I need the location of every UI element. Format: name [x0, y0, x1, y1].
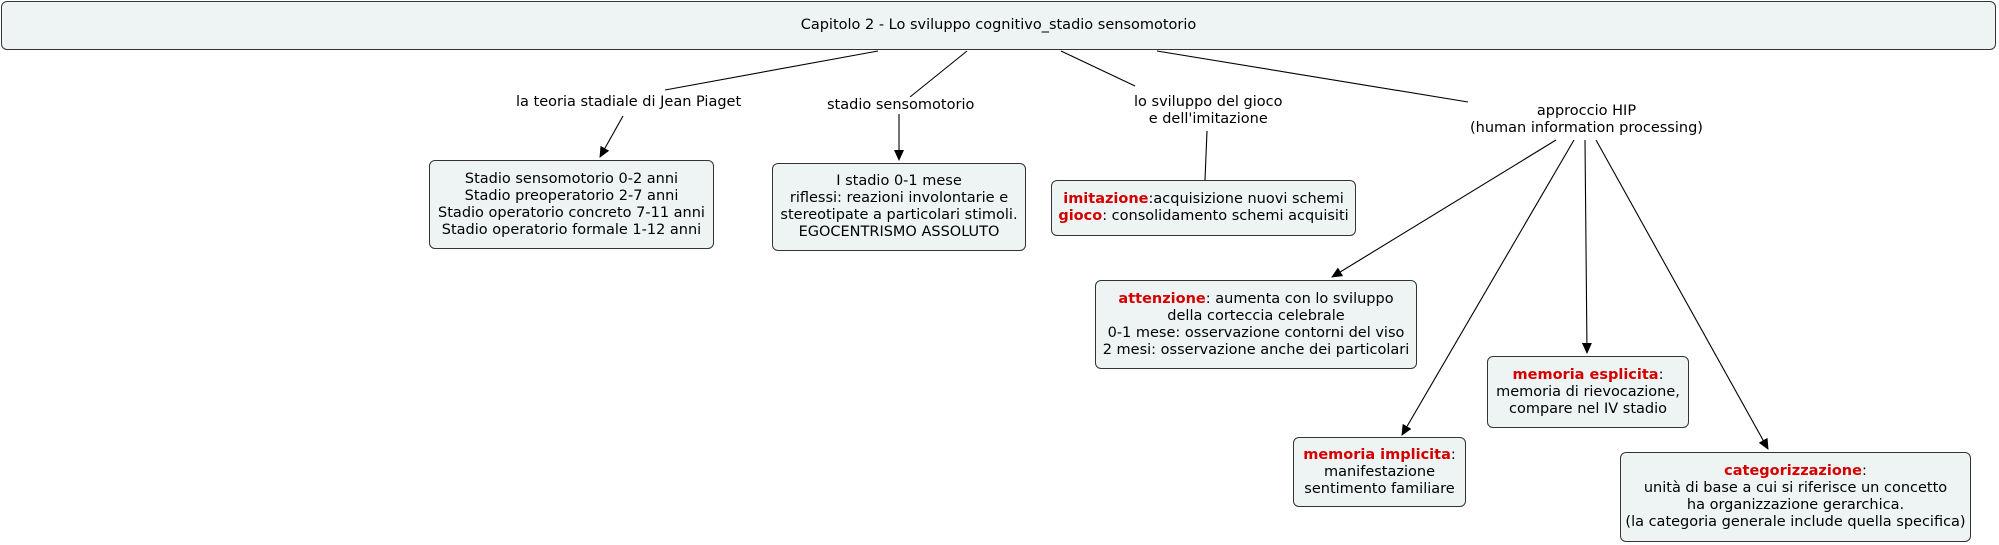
node-attenzione[interactable]: attenzione: aumenta con lo sviluppo dell…: [1095, 280, 1417, 369]
node-memoria-implicita[interactable]: memoria implicita: manifestazione sentim…: [1293, 437, 1466, 507]
label-piaget: la teoria stadiale di Jean Piaget: [516, 94, 742, 111]
link-root-piaget: [664, 50, 879, 91]
label-hip: approccio HIP (human information process…: [1470, 103, 1703, 137]
link-gioco-imitazione: [1204, 130, 1208, 181]
label-sensomotorio: stadio sensomotorio: [827, 97, 975, 114]
label-gioco: lo sviluppo del gioco e dell'imitazione: [1134, 94, 1283, 128]
node-stadi[interactable]: Stadio sensomotorio 0-2 anni Stadio preo…: [429, 160, 714, 249]
link-hip-attenzione: [1331, 139, 1557, 278]
root-title: Capitolo 2 - Lo sviluppo cognitivo_stadi…: [800, 17, 1197, 33]
root-node[interactable]: Capitolo 2 - Lo sviluppo cognitivo_stadi…: [1, 1, 1996, 50]
link-root-hip: [1156, 50, 1469, 103]
node-imitazione-gioco[interactable]: imitazione:acquisizione nuovi schemi gio…: [1051, 180, 1356, 236]
node-categorizzazione[interactable]: categorizzazione: unità di base a cui si…: [1620, 452, 1971, 542]
link-hip-esplicita: [1581, 139, 1592, 354]
link-piaget-stadi: [599, 115, 624, 158]
node-primo-stadio[interactable]: I stadio 0-1 mese riflessi: reazioni inv…: [772, 163, 1026, 251]
node-memoria-esplicita[interactable]: memoria esplicita: memoria di rievocazio…: [1487, 356, 1689, 428]
link-root-gioco: [1060, 50, 1136, 87]
link-hip-implicita: [1401, 139, 1575, 436]
link-hip-categorizzazione: [1595, 139, 1769, 450]
link-root-sensomotorio: [909, 50, 968, 98]
